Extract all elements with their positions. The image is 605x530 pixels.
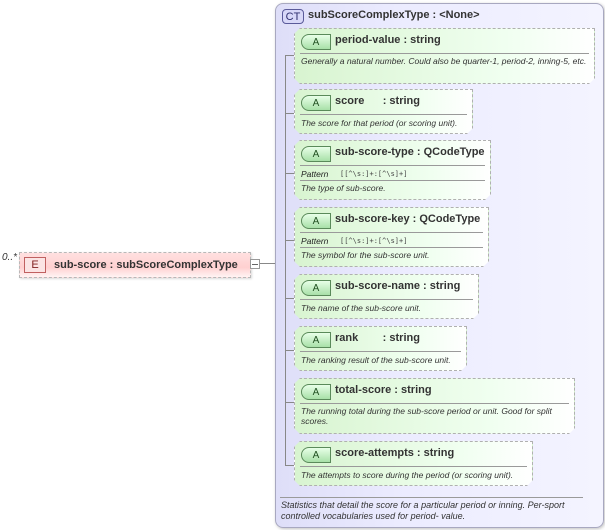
attribute-title: sub-score-name : string	[335, 280, 461, 292]
connector-stub	[285, 298, 295, 299]
attribute-description: The attempts to score during the period …	[301, 470, 514, 480]
attribute-badge: A	[301, 447, 331, 463]
attribute-badge: A	[301, 34, 331, 50]
attribute-title: sub-score-key : QCodeType	[335, 213, 481, 225]
attribute-description: The name of the sub-score unit.	[301, 303, 422, 313]
divider	[300, 466, 527, 467]
attribute-sub-score-name[interactable]: A sub-score-name : string The name of th…	[294, 274, 479, 319]
divider	[300, 299, 473, 300]
element-badge: E	[24, 257, 46, 273]
sequence-connector	[285, 55, 286, 466]
attribute-description: The ranking result of the sub-score unit…	[301, 355, 451, 365]
divider	[300, 165, 485, 166]
pattern-value: [[^\s:]+:[^\s]+]	[340, 237, 408, 245]
connector-stub	[285, 240, 295, 241]
attribute-description: The running total during the sub-score p…	[301, 406, 552, 426]
pattern-value: [[^\s:]+:[^\s]+]	[340, 170, 408, 178]
attribute-description: The type of sub-score.	[301, 183, 386, 193]
attribute-title: sub-score-type : QCodeType	[335, 146, 485, 158]
attribute-badge: A	[301, 146, 331, 162]
divider	[280, 497, 583, 498]
attribute-description: Generally a natural number. Could also b…	[301, 56, 587, 66]
connector-stub	[285, 402, 295, 403]
element-title: sub-score : subScoreComplexType	[54, 259, 238, 271]
attribute-score-attempts[interactable]: A score-attempts : string The attempts t…	[294, 441, 533, 486]
attribute-title: rank : string	[335, 332, 420, 344]
divider	[300, 232, 483, 233]
connector-stub	[285, 465, 295, 466]
attribute-badge: A	[301, 384, 331, 400]
connector-stub	[285, 350, 295, 351]
attribute-description: The symbol for the sub-score unit.	[301, 250, 430, 260]
attribute-rank[interactable]: A rank : string The ranking result of th…	[294, 326, 467, 371]
multiplicity-label: 0..*	[2, 252, 18, 263]
attribute-title: period-value : string	[335, 34, 441, 46]
attribute-sub-score-key[interactable]: A sub-score-key : QCodeType Pattern [[^\…	[294, 207, 489, 267]
complex-type-title: subScoreComplexType : <None>	[308, 9, 480, 21]
attribute-badge: A	[301, 213, 331, 229]
connector-line	[260, 263, 275, 264]
attribute-title: total-score : string	[335, 384, 432, 396]
divider	[300, 351, 461, 352]
attribute-period-value[interactable]: A period-value : string Generally a natu…	[294, 28, 595, 84]
attribute-score[interactable]: A score : string The score for that peri…	[294, 89, 473, 134]
attribute-total-score[interactable]: A total-score : string The running total…	[294, 378, 575, 434]
complex-type-description: Statistics that detail the score for a p…	[281, 500, 565, 521]
pattern-label: Pattern	[301, 236, 329, 246]
attribute-badge: A	[301, 332, 331, 348]
attribute-badge: A	[301, 95, 331, 111]
element-sub-score[interactable]: E sub-score : subScoreComplexType	[19, 252, 251, 278]
complex-type-badge: CT	[282, 9, 304, 24]
divider	[300, 180, 485, 181]
divider	[300, 53, 589, 54]
attribute-sub-score-type[interactable]: A sub-score-type : QCodeType Pattern [[^…	[294, 140, 491, 200]
connector-stub	[285, 173, 295, 174]
divider	[300, 403, 569, 404]
connector-stub	[285, 113, 295, 114]
attribute-title: score-attempts : string	[335, 447, 455, 459]
attribute-badge: A	[301, 280, 331, 296]
attribute-description: The score for that period (or scoring un…	[301, 118, 458, 128]
collapse-toggle-icon[interactable]	[250, 259, 260, 269]
divider	[300, 247, 483, 248]
pattern-label: Pattern	[301, 169, 329, 179]
attribute-title: score : string	[335, 95, 420, 107]
divider	[300, 114, 467, 115]
connector-stub	[285, 55, 295, 56]
